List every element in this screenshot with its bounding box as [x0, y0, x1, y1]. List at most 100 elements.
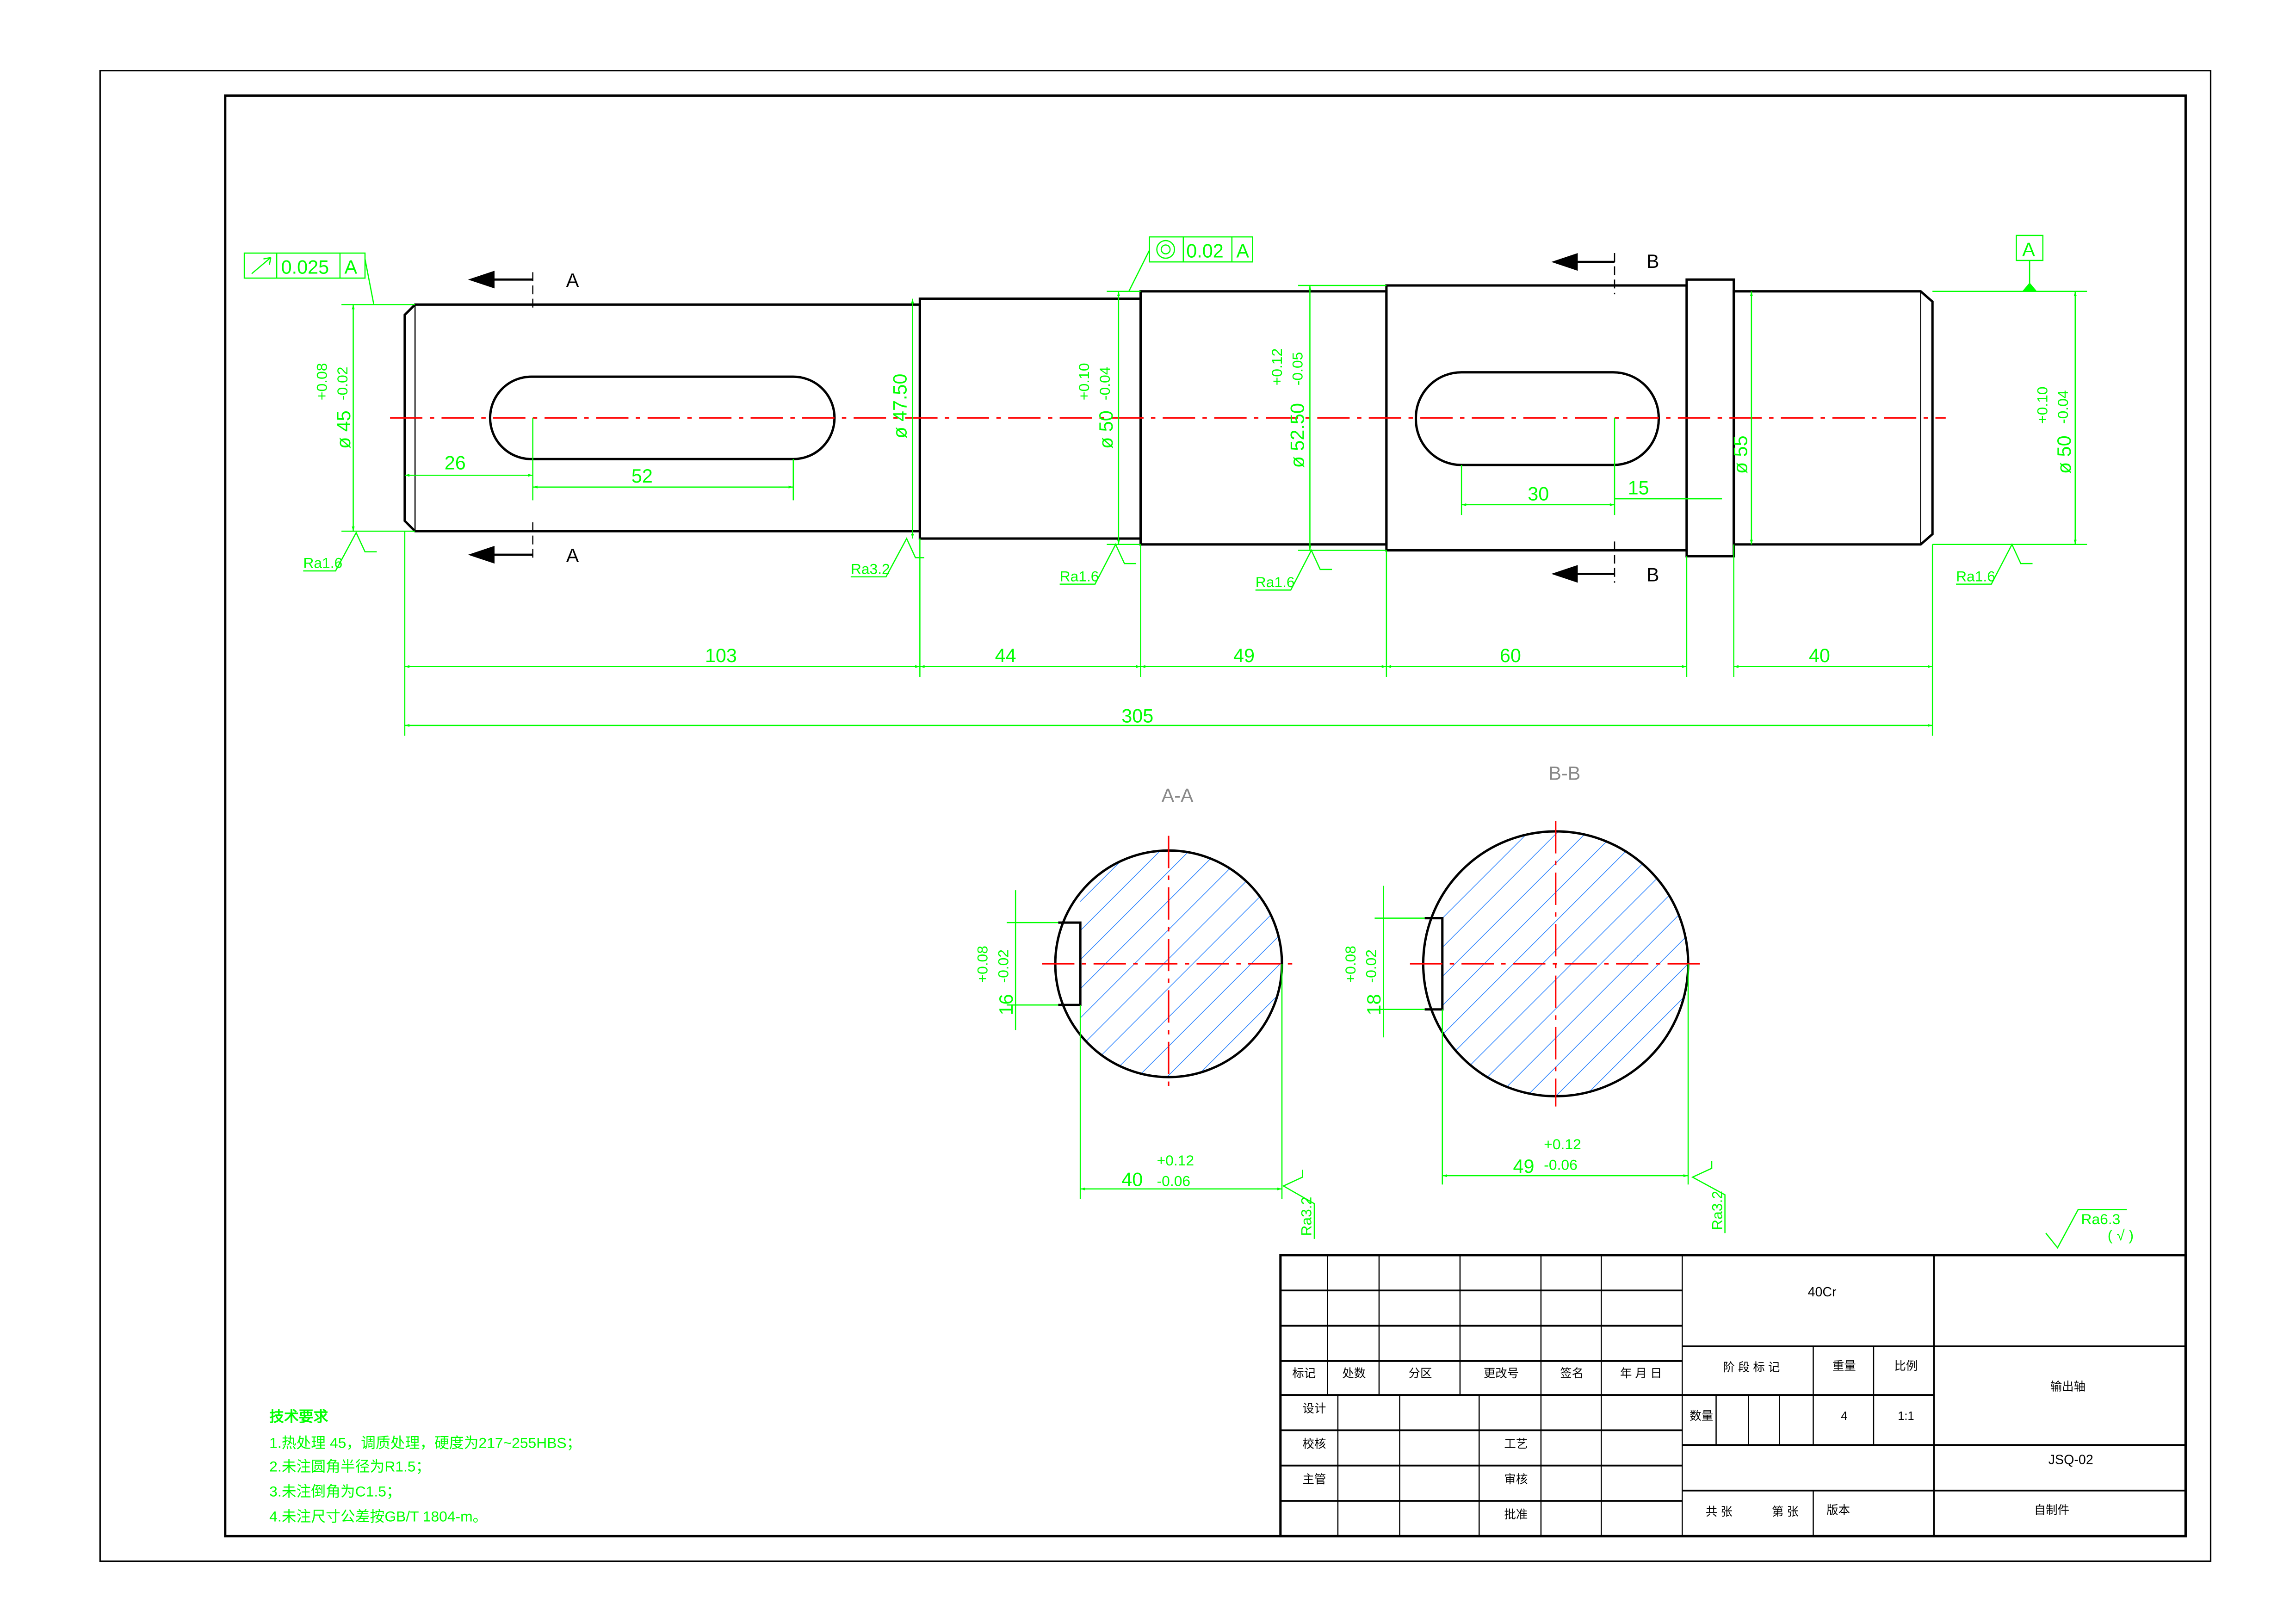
gdt-concentricity-datum-text: A: [1236, 241, 1249, 262]
diameters-d6-upper-text: +0.10: [2034, 387, 2050, 424]
diameters-d4-text-text: ø 52.50: [1287, 403, 1308, 468]
section_marks-b-text: B: [1646, 564, 1659, 585]
runout-icon: [251, 257, 272, 274]
roughness-r1-text: Ra1.6: [303, 555, 342, 571]
diameters-d4-upper-text: +0.12: [1269, 348, 1285, 385]
diameters-d1-upper-text: +0.08: [313, 363, 330, 400]
roughness-r4-text: Ra1.6: [1256, 574, 1295, 590]
title_block-headers-change_no-text: 更改号: [1484, 1367, 1519, 1380]
sections-bb-w_upper-text: +0.08: [1342, 946, 1359, 983]
title_block-headers-scale-text: 比例: [1894, 1360, 1918, 1373]
title_block-scale_value-text: 1:1: [1898, 1410, 1914, 1423]
title_block-headers-zone-text: 分区: [1409, 1367, 1432, 1380]
lengths-key2_offset-text: 15: [1628, 477, 1649, 499]
roughness-r2-text: Ra3.2: [851, 560, 890, 577]
sections-aa-title-text: A-A: [1162, 785, 1194, 806]
keyway-dimensions: 26 52 30 15: [404, 418, 1722, 515]
title_block-type-text: 自制件: [2034, 1504, 2069, 1517]
roughness-r6-text: Ra3.2: [1298, 1197, 1315, 1236]
title_block-drawing_no-text: JSQ-02: [2048, 1453, 2093, 1468]
diameters-d3-lower-text: -0.04: [1096, 367, 1113, 400]
title_block-headers-count-text: 处数: [1342, 1367, 1366, 1380]
section-b-b: B-B 18 +0.08 -0.02 49 +0.12 -0.06: [1342, 763, 1705, 1185]
title_block-headers-date-text: 年 月 日: [1620, 1367, 1662, 1380]
title_block-headers-approve-text: 批准: [1504, 1508, 1528, 1521]
sections-aa-d_upper-text: +0.12: [1157, 1152, 1194, 1169]
title_block-headers-design-text: 设计: [1303, 1402, 1326, 1415]
title_block-headers-review-text: 审核: [1504, 1473, 1528, 1486]
title_block-part_name-text: 输出轴: [2050, 1380, 2086, 1393]
diameters-d6-text-text: ø 50: [2054, 435, 2075, 474]
tech_requirements-items-0-text: 1.热处理 45，调质处理，硬度为217~255HBS；: [269, 1435, 581, 1451]
lengths-key1_len-text: 52: [631, 465, 653, 487]
title_block-headers-sheet_no-text: 第 张: [1772, 1505, 1799, 1518]
title_block-headers-weight-text: 重量: [1832, 1360, 1856, 1373]
section_marks-a-text: A: [566, 545, 579, 566]
title_block-headers-quantity-text: 数量: [1690, 1410, 1713, 1423]
title_block-headers-check-text: 校核: [1303, 1438, 1326, 1451]
sections-bb-width-text: 18: [1363, 994, 1385, 1015]
roughness-general_paren-text: ( √ ): [2108, 1227, 2134, 1244]
sections-bb-w_lower-text: -0.02: [1363, 949, 1380, 983]
gdt-concentricity-value-text: 0.02: [1186, 241, 1223, 262]
datum-a: A: [2016, 235, 2044, 291]
gdt-runout-value-text: 0.025: [281, 257, 329, 278]
lengths-seg1-text: 103: [705, 645, 737, 666]
outer-frame: [99, 70, 2212, 1562]
concentricity-icon: [1156, 240, 1176, 259]
sections-bb-title-text: B-B: [1548, 763, 1580, 784]
lengths-key1_offset-text: 26: [445, 452, 466, 474]
lengths-seg3-text: 49: [1233, 645, 1255, 666]
gdt-runout-datum-text: A: [344, 257, 357, 278]
title_block-quantity_value-text: 4: [1841, 1410, 1847, 1423]
inner-frame: [224, 94, 2187, 1537]
gdt-datum_label-text: A: [2022, 239, 2035, 260]
title_block-headers-process-text: 工艺: [1504, 1438, 1528, 1451]
lengths-total-text: 305: [1121, 706, 1153, 727]
lengths-key2_len-text: 30: [1528, 483, 1549, 504]
diameters-d6-lower-text: -0.04: [2055, 390, 2071, 423]
diameters-d1-text-text: ø 45: [333, 410, 354, 449]
length-dimensions: 103 44 49 60 40 305: [404, 531, 1933, 736]
tech_requirements-items-3-text: 4.未注尺寸公差按GB/T 1804-m。: [269, 1508, 487, 1525]
sections-aa-d_lower-text: -0.06: [1157, 1172, 1190, 1189]
section-cut-a: A A: [468, 270, 579, 566]
diameters-d5-text-text: ø 55: [1730, 435, 1751, 474]
sections-bb-depth-text: 49: [1513, 1156, 1534, 1177]
roughness-r5-text: Ra1.6: [1956, 568, 1995, 584]
sections-bb-d_lower-text: -0.06: [1544, 1156, 1577, 1173]
lengths-seg4-text: 60: [1500, 645, 1521, 666]
sections-bb-d_upper-text: +0.12: [1544, 1136, 1581, 1152]
technical-requirements: 技术要求 1.热处理 45，调质处理，硬度为217~255HBS； 2.未注圆角…: [269, 1408, 581, 1524]
title_block-material-text: 40Cr: [1808, 1285, 1837, 1300]
lengths-seg2-text: 44: [995, 645, 1016, 666]
diameters-d3-text-text: ø 50: [1095, 410, 1117, 449]
title-block: [1279, 1254, 2187, 1537]
roughness-r3-text: Ra1.6: [1060, 568, 1099, 584]
diameters-d3-upper-text: +0.10: [1076, 363, 1092, 400]
tech_requirements-items-2-text: 3.未注倒角为C1.5；: [269, 1483, 401, 1499]
diameters-d2-text-text: ø 47.50: [890, 374, 911, 439]
sections-aa-width-text: 16: [996, 994, 1017, 1015]
sections-aa-w_lower-text: -0.02: [995, 949, 1011, 983]
diameters-d4-lower-text: -0.05: [1289, 352, 1306, 385]
tech_requirements-title-text: 技术要求: [269, 1408, 328, 1425]
runout-tolerance-frame: 0.025 A: [243, 252, 375, 305]
title-block-text: 标记 处数 分区 更改号 签名 年 月 日 设计 校核 工艺 主管 审核 批准 …: [1292, 1285, 2093, 1521]
title_block-headers-total_sheets-text: 共 张: [1706, 1505, 1733, 1518]
concentricity-tolerance-frame: 0.02 A: [1128, 236, 1253, 292]
section_marks-a-text: A: [566, 270, 579, 291]
section-cut-b: B B: [1551, 251, 1659, 585]
lengths-seg6-text: 40: [1809, 645, 1830, 666]
section-a-a: A-A 16 +0.08 -0.02 40 +0.12 -0.06: [974, 785, 1295, 1200]
roughness-general-text: Ra6.3: [2081, 1211, 2121, 1227]
diameters-d1-lower-text: -0.02: [334, 367, 351, 400]
tech_requirements-items-1-text: 2.未注圆角半径为R1.5；: [269, 1458, 430, 1474]
section_marks-b-text: B: [1646, 251, 1659, 272]
title_block-headers-supervisor-text: 主管: [1303, 1473, 1326, 1486]
sections-aa-w_upper-text: +0.08: [974, 946, 991, 983]
title_block-headers-sign-text: 签名: [1560, 1367, 1584, 1380]
title_block-headers-version-text: 版本: [1826, 1504, 1850, 1517]
diameter-dimensions: ø 45 +0.08 -0.02 ø 47.50 ø 50 +0.10 -0.0…: [313, 285, 2087, 551]
